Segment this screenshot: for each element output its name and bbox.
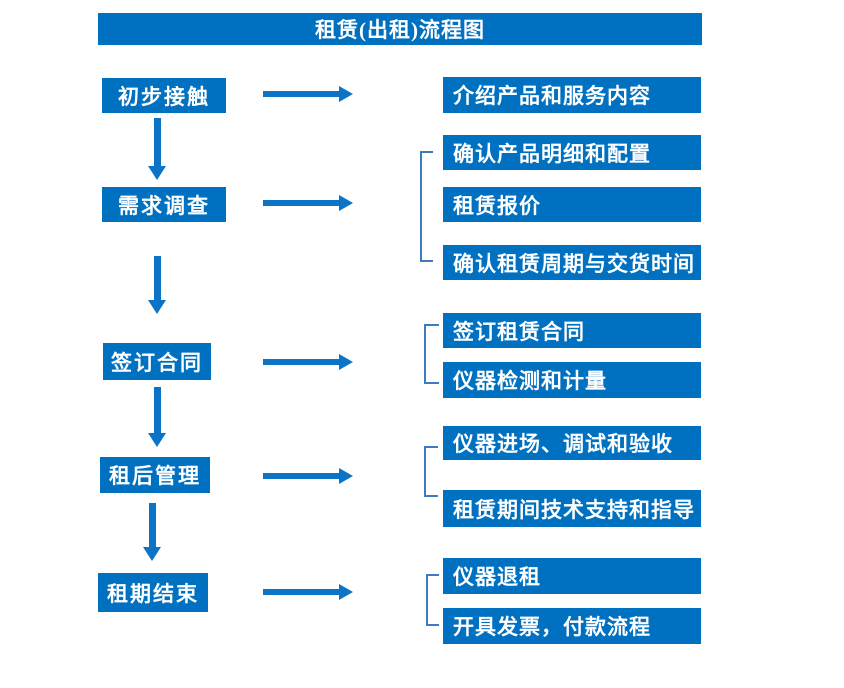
right-arrow-icon-2 bbox=[263, 195, 353, 211]
detail-label: 签订租赁合同 bbox=[453, 319, 585, 344]
detail-rental-quotation: 租赁报价 bbox=[443, 187, 701, 222]
detail-technical-support: 租赁期间技术支持和指导 bbox=[443, 490, 701, 527]
right-arrow-icon-3 bbox=[263, 354, 353, 370]
detail-sign-rental-contract: 签订租赁合同 bbox=[443, 313, 701, 348]
detail-label: 开具发票，付款流程 bbox=[453, 615, 651, 639]
detail-introduce-products: 介绍产品和服务内容 bbox=[443, 77, 701, 113]
detail-invoice-payment: 开具发票，付款流程 bbox=[443, 608, 701, 644]
step-label: 初步接触 bbox=[118, 84, 210, 109]
step-sign-contract: 签订合同 bbox=[103, 343, 211, 380]
down-arrow-icon-1 bbox=[148, 118, 166, 180]
detail-label: 确认租赁周期与交货时间 bbox=[453, 251, 695, 276]
step-label: 租期结束 bbox=[107, 581, 199, 606]
step-label: 需求调查 bbox=[118, 193, 210, 218]
detail-label: 仪器检测和计量 bbox=[453, 369, 607, 393]
down-arrow-icon-2 bbox=[148, 256, 166, 314]
detail-instrument-setup-acceptance: 仪器进场、调试和验收 bbox=[443, 426, 701, 460]
detail-label: 介绍产品和服务内容 bbox=[453, 84, 651, 108]
detail-label: 确认产品明细和配置 bbox=[453, 141, 651, 166]
detail-label: 仪器退租 bbox=[453, 565, 541, 589]
detail-instrument-inspection: 仪器检测和计量 bbox=[443, 362, 701, 398]
detail-label: 仪器进场、调试和验收 bbox=[453, 432, 673, 456]
flowchart-title: 租赁(出租)流程图 bbox=[315, 18, 485, 42]
flowchart-title-bar: 租赁(出租)流程图 bbox=[98, 13, 702, 45]
right-arrow-icon-5 bbox=[263, 584, 353, 600]
down-arrow-icon-3 bbox=[148, 387, 166, 447]
step-label: 签订合同 bbox=[111, 350, 203, 375]
right-arrow-icon-1 bbox=[263, 86, 353, 102]
detail-confirm-rental-period: 确认租赁周期与交货时间 bbox=[443, 245, 701, 280]
bracket-group-rental-end bbox=[426, 574, 439, 626]
detail-label: 租赁期间技术支持和指导 bbox=[453, 497, 695, 522]
detail-label: 租赁报价 bbox=[453, 193, 541, 218]
bracket-group-post-rental bbox=[424, 446, 438, 497]
step-initial-contact: 初步接触 bbox=[102, 78, 226, 113]
right-arrow-icon-4 bbox=[263, 468, 353, 484]
down-arrow-icon-4 bbox=[143, 503, 161, 561]
detail-instrument-return: 仪器退租 bbox=[443, 558, 701, 594]
step-demand-survey: 需求调查 bbox=[102, 187, 226, 222]
bracket-group-demand-survey bbox=[420, 151, 433, 262]
step-post-rental-management: 租后管理 bbox=[100, 457, 210, 493]
step-rental-end: 租期结束 bbox=[98, 573, 208, 612]
step-label: 租后管理 bbox=[109, 464, 201, 488]
detail-confirm-product-details: 确认产品明细和配置 bbox=[443, 135, 701, 170]
bracket-group-sign-contract bbox=[424, 324, 439, 384]
